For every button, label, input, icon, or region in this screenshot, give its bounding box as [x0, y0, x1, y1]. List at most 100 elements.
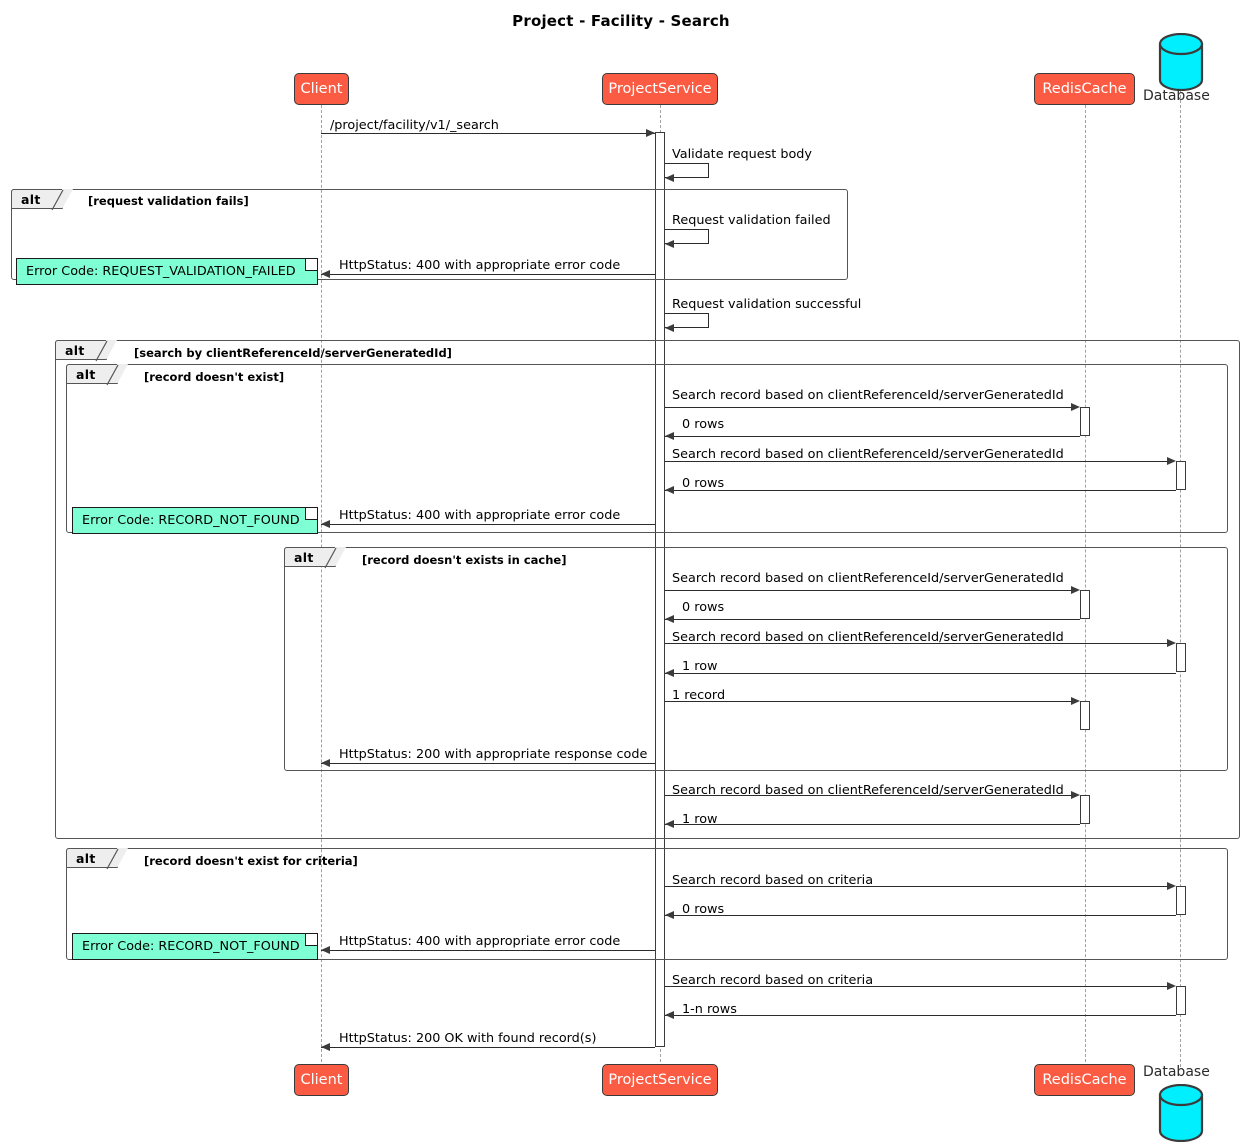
message-line — [321, 133, 655, 134]
fragment-tab-slant-line — [95, 340, 108, 362]
fragment-operator-label: alt — [65, 342, 85, 358]
fragment-operator-label: alt — [76, 850, 96, 866]
message-label: Validate request body — [672, 147, 812, 162]
note-error-code: Error Code: RECORD_NOT_FOUND — [72, 933, 318, 960]
message-arrowhead-left — [665, 431, 674, 440]
participant-label: RedisCache — [1042, 1072, 1127, 1088]
message-arrowhead-right — [1167, 638, 1176, 647]
message-arrowhead-right — [1071, 585, 1080, 594]
note-error-code: Error Code: REQUEST_VALIDATION_FAILED — [16, 258, 318, 285]
message-label: 0 rows — [682, 600, 725, 615]
participant-client-bottom[interactable]: Client — [294, 1064, 349, 1096]
note-text: Error Code: RECORD_NOT_FOUND — [82, 513, 300, 528]
note-text: Error Code: RECORD_NOT_FOUND — [82, 939, 300, 954]
message-arrowhead-left — [321, 1042, 330, 1051]
fragment-condition-label: [record doesn't exist for criteria] — [144, 854, 358, 868]
fragment-alt-record-not-in-cache — [284, 547, 1228, 771]
activation-database — [1176, 461, 1186, 490]
note-text: Error Code: REQUEST_VALIDATION_FAILED — [26, 264, 296, 279]
message-label: Search record based on clientReferenceId… — [672, 630, 1064, 645]
message-line — [665, 490, 1176, 491]
message-arrowhead-left — [665, 323, 674, 332]
message-label: Request validation successful — [672, 297, 862, 312]
database-cylinder-icon-top — [1158, 33, 1204, 91]
fragment-operator-tab: alt — [11, 188, 73, 211]
note-fold-corner — [305, 259, 317, 271]
message-label: Search record based on clientReferenceId… — [672, 783, 1064, 798]
fragment-condition-label: [request validation fails] — [88, 194, 249, 208]
fragment-operator-tab: alt — [66, 363, 128, 386]
message-label: Search record based on clientReferenceId… — [672, 388, 1064, 403]
note-fold-corner — [305, 934, 317, 946]
message-line — [665, 795, 1072, 796]
message-line — [665, 1015, 1176, 1016]
activation-database — [1176, 986, 1186, 1015]
participant-projectservice-top[interactable]: ProjectService — [602, 73, 718, 105]
activation-projectservice — [655, 132, 665, 1047]
message-arrowhead-left — [321, 945, 330, 954]
message-arrowhead-left — [665, 485, 674, 494]
fragment-operator-label: alt — [21, 191, 41, 207]
activation-rediscache — [1080, 590, 1090, 619]
fragment-operator-tab: alt — [55, 339, 117, 362]
message-arrowhead-left — [665, 819, 674, 828]
fragment-condition-label: [record doesn't exist] — [144, 370, 285, 384]
message-line — [665, 986, 1168, 987]
message-label: Request validation failed — [672, 213, 831, 228]
message-line — [665, 436, 1080, 437]
message-label: HttpStatus: 400 with appropriate error c… — [339, 508, 621, 523]
message-label: 1 record — [672, 688, 726, 703]
lifeline-database — [1180, 90, 1181, 1067]
fragment-alt-request-validation-fails — [11, 189, 848, 280]
message-arrowhead-right — [1071, 696, 1080, 705]
message-line — [321, 763, 655, 764]
fragment-tab-slant-line — [324, 547, 337, 569]
activation-rediscache — [1080, 407, 1090, 436]
fragment-tab-slant — [117, 847, 128, 868]
fragment-operator-label: alt — [76, 366, 96, 382]
message-line — [665, 824, 1080, 825]
message-label: HttpStatus: 400 with appropriate error c… — [339, 258, 621, 273]
message-label: 1 row — [682, 812, 718, 827]
fragment-operator-tab: alt — [284, 546, 346, 569]
message-label: 1 row — [682, 659, 718, 674]
message-line — [321, 274, 655, 275]
message-arrowhead-left — [321, 269, 330, 278]
fragment-tab-slant — [62, 188, 73, 209]
participant-rediscache-top[interactable]: RedisCache — [1034, 73, 1135, 105]
activation-database — [1176, 643, 1186, 672]
participant-client-top[interactable]: Client — [294, 73, 349, 105]
activation-rediscache — [1080, 701, 1090, 730]
message-label: HttpStatus: 200 with appropriate respons… — [339, 747, 648, 762]
message-line — [665, 915, 1176, 916]
message-label: Search record based on criteria — [672, 873, 874, 888]
message-line — [665, 461, 1168, 462]
message-label: Search record based on criteria — [672, 973, 874, 988]
fragment-tab-slant — [335, 546, 346, 567]
fragment-tab-slant-line — [106, 848, 119, 870]
participant-label: Client — [300, 1072, 343, 1088]
participant-label: RedisCache — [1042, 81, 1127, 97]
message-line — [665, 673, 1176, 674]
participant-rediscache-bottom[interactable]: RedisCache — [1034, 1064, 1135, 1096]
participant-database-label-bottom: Database — [1143, 1064, 1210, 1080]
activation-database — [1176, 886, 1186, 915]
message-arrowhead-left — [321, 519, 330, 528]
participant-label: Client — [300, 81, 343, 97]
fragment-operator-label: alt — [294, 549, 314, 565]
message-self-loop — [665, 163, 709, 178]
message-arrowhead-left — [665, 239, 674, 248]
message-label: 0 rows — [682, 476, 725, 491]
message-label: 0 rows — [682, 902, 725, 917]
activation-rediscache — [1080, 795, 1090, 824]
message-arrowhead-left — [665, 668, 674, 677]
message-line — [665, 643, 1168, 644]
message-line — [321, 1047, 655, 1048]
message-arrowhead-right — [1167, 456, 1176, 465]
fragment-condition-label: [search by clientReferenceId/serverGener… — [134, 346, 452, 360]
fragment-tab-slant — [117, 363, 128, 384]
participant-projectservice-bottom[interactable]: ProjectService — [602, 1064, 718, 1096]
message-arrowhead-right — [1071, 790, 1080, 799]
fragment-alt-record-not-for-criteria — [66, 848, 1228, 960]
